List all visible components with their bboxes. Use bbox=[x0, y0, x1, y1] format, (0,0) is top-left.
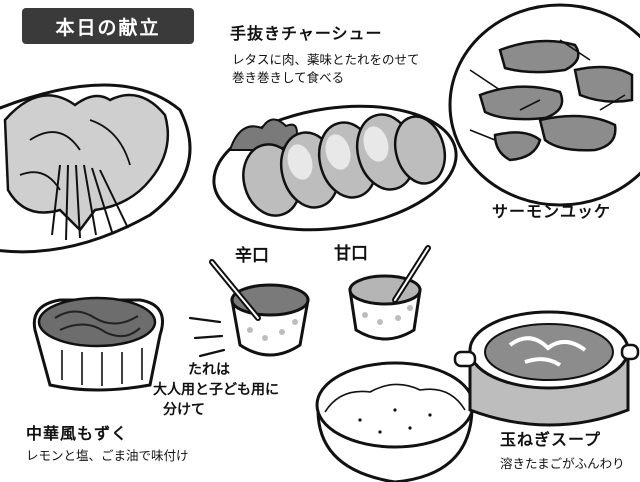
chashu-desc-line2: 巻き巻きして食べる bbox=[232, 70, 345, 85]
salmon-name: サーモンユッケ bbox=[492, 202, 612, 221]
rice-bowl bbox=[315, 361, 475, 482]
sweet-label: 甘口 bbox=[334, 244, 368, 264]
spicy-sauce-cup bbox=[209, 259, 310, 357]
salmon-plate bbox=[448, 3, 640, 207]
chashu-plate bbox=[212, 104, 458, 232]
soup-pot bbox=[453, 310, 640, 427]
chashu-desc-line1: レタスに肉、薬味とたれをのせて bbox=[232, 52, 420, 67]
sauce-note-line1: たれは bbox=[188, 362, 230, 378]
lettuce-plate bbox=[0, 83, 192, 254]
sauce-note-line3: 分けて bbox=[163, 402, 205, 418]
mozuku-desc: レモンと塩、ごま油で味付け bbox=[26, 448, 189, 463]
soup-desc: 溶きたまごがふんわり bbox=[500, 456, 625, 471]
emphasis-lines bbox=[188, 316, 226, 358]
mozuku-bowl bbox=[32, 296, 164, 392]
mozuku-name: 中華風もずく bbox=[26, 424, 129, 443]
chashu-name: 手抜きチャーシュー bbox=[230, 24, 383, 43]
menu-title-badge: 本日の献立 bbox=[22, 8, 194, 44]
sweet-sauce-cup bbox=[348, 245, 431, 341]
sauce-note-line2: 大人用と子ども用に bbox=[153, 382, 279, 398]
menu-title: 本日の献立 bbox=[55, 16, 161, 39]
spicy-label: 辛口 bbox=[235, 246, 269, 266]
soup-name: 玉ねぎスープ bbox=[500, 430, 602, 449]
